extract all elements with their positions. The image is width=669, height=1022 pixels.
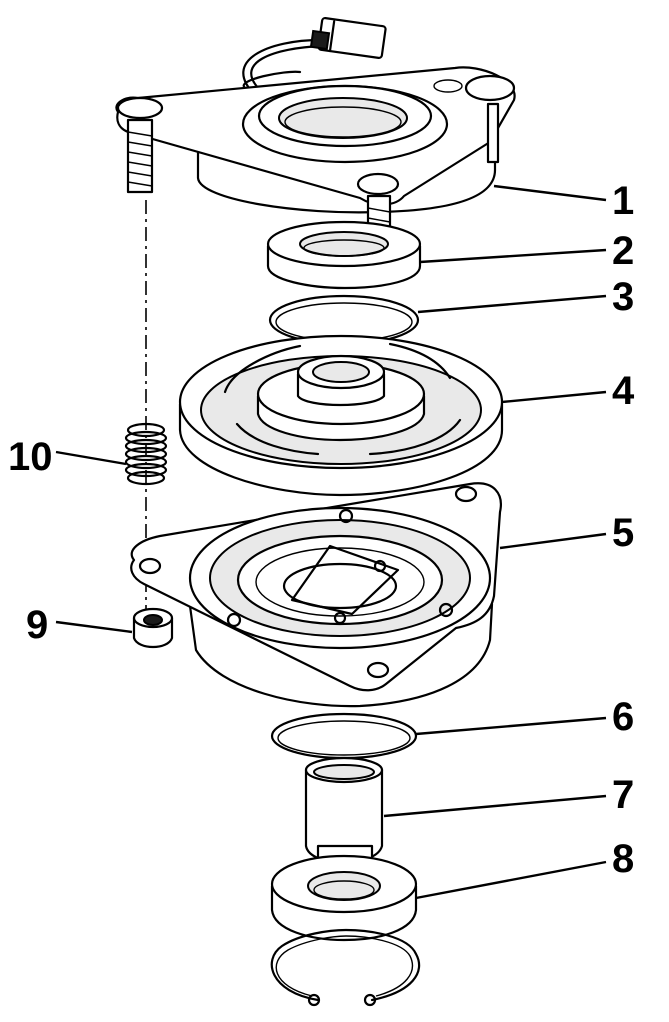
leader-9: [55, 620, 133, 634]
callout-labels: 1 2 3 4 5 6 7 8 9 10: [8, 179, 635, 881]
callout-3: 3: [612, 275, 634, 319]
part-9-lock-nut: [132, 607, 174, 649]
leader-3: [417, 294, 607, 314]
leader-4: [501, 390, 607, 404]
part-8-bearing: [270, 854, 418, 942]
part-6-retaining-ring: [270, 712, 418, 760]
leader-6: [415, 716, 607, 736]
part-10-spring: [124, 422, 168, 486]
part-1-field-coil-housing: [115, 16, 516, 276]
callout-8: 8: [612, 837, 634, 881]
leader-7: [383, 794, 607, 818]
leader-lines: [55, 184, 607, 900]
leader-5: [499, 532, 607, 550]
callout-10: 10: [8, 435, 53, 479]
callout-6: 6: [612, 695, 634, 739]
leader-8: [415, 860, 607, 900]
callout-5: 5: [612, 511, 634, 555]
leader-1: [493, 184, 607, 202]
callout-1: 1: [612, 179, 634, 223]
callout-9: 9: [26, 603, 48, 647]
leader-2: [419, 248, 607, 264]
callout-7: 7: [612, 773, 634, 817]
callout-4: 4: [612, 369, 635, 413]
part-2-bearing: [266, 220, 422, 290]
part-5-armature-plate: [130, 482, 502, 708]
callout-2: 2: [612, 229, 634, 273]
bottom-snap-ring: [270, 928, 421, 1007]
part-4-rotor: [178, 334, 504, 497]
leader-10: [55, 450, 127, 466]
